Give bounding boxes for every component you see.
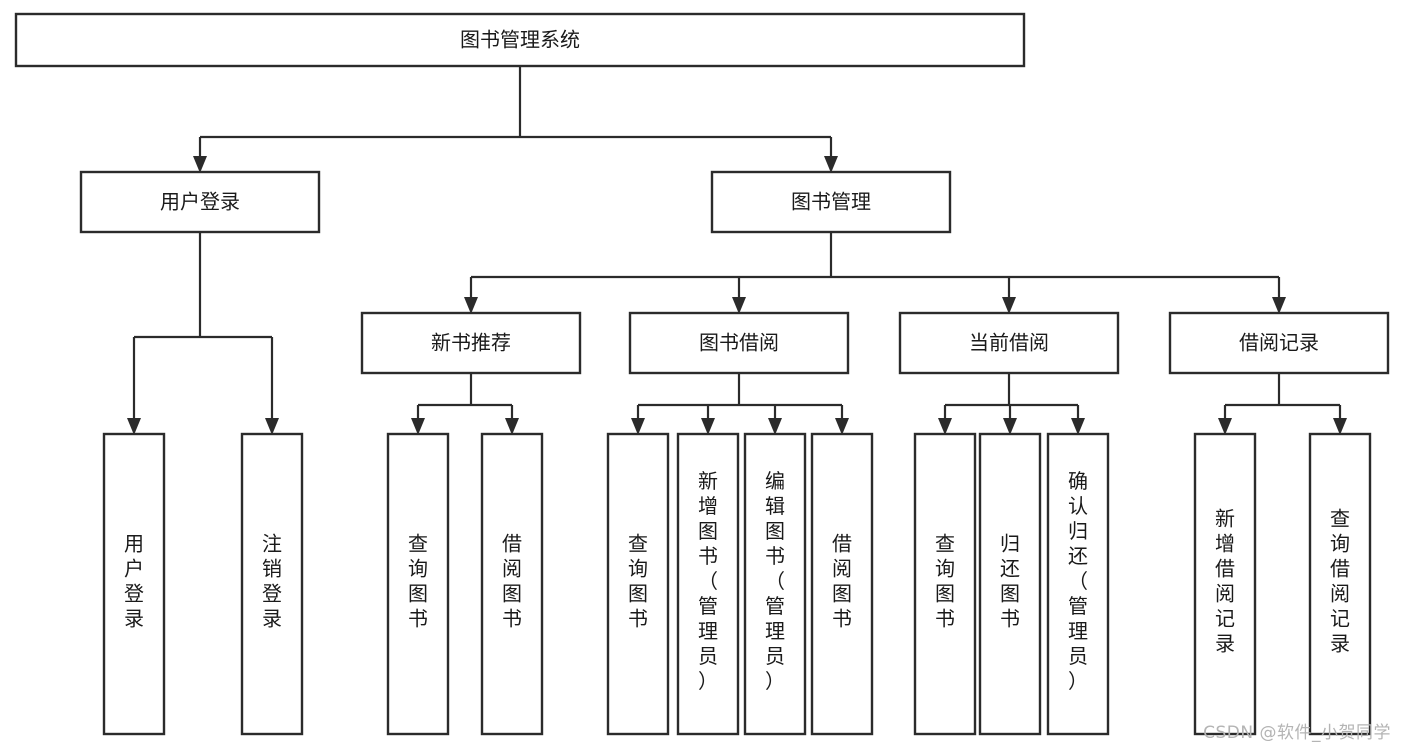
- node-label-leaf-borrow-lend: 借阅图书: [832, 531, 852, 630]
- arrow-head-login: [193, 156, 207, 173]
- arrow-head-leaf-borrow-edit: [768, 418, 782, 435]
- node-box-records[interactable]: [1168, 311, 1390, 375]
- node-box-leaf-record-query[interactable]: [1308, 432, 1372, 736]
- node-leaf-record-add[interactable]: 新增借阅记录: [1193, 432, 1257, 736]
- node-box-leaf-new-query[interactable]: [386, 432, 450, 736]
- arrow-head-records: [1272, 297, 1286, 314]
- node-leaf-current-confirm[interactable]: 确认归还（管理员）: [1046, 432, 1110, 736]
- node-box-newbook[interactable]: [360, 311, 582, 375]
- node-box-leaf-new-borrow[interactable]: [480, 432, 544, 736]
- edges-layer: [127, 66, 1347, 435]
- node-box-root[interactable]: [14, 12, 1026, 68]
- node-label-leaf-current-confirm: 确认归还（管理员）: [1068, 469, 1088, 693]
- node-label-records: 借阅记录: [1239, 331, 1319, 355]
- csdn-watermark: CSDN @软件_小贺同学: [1203, 723, 1391, 743]
- node-label-leaf-current-query: 查询图书: [935, 531, 955, 630]
- node-bookmgmt[interactable]: 图书管理: [710, 170, 952, 234]
- node-label-bookmgmt: 图书管理: [791, 190, 871, 214]
- node-records[interactable]: 借阅记录: [1168, 311, 1390, 375]
- node-label-leaf-new-query: 查询图书: [408, 531, 428, 630]
- node-box-login[interactable]: [79, 170, 321, 234]
- node-label-leaf-borrow-add: 新增图书（管理员）: [698, 469, 718, 693]
- arrow-head-current: [1002, 297, 1016, 314]
- node-box-bookmgmt[interactable]: [710, 170, 952, 234]
- node-label-leaf-current-return: 归还图书: [1000, 531, 1020, 630]
- node-label-leaf-new-borrow: 借阅图书: [502, 531, 522, 630]
- node-label-leaf-borrow-query: 查询图书: [628, 531, 648, 630]
- nodes-layer: 图书管理系统用户登录图书管理新书推荐图书借阅当前借阅借阅记录用户登录注销登录查询…: [14, 12, 1390, 736]
- node-label-leaf-user-logout: 注销登录: [262, 531, 282, 630]
- node-label-root: 图书管理系统: [460, 28, 580, 52]
- node-box-leaf-user-logout[interactable]: [240, 432, 304, 736]
- node-box-leaf-borrow-lend[interactable]: [810, 432, 874, 736]
- node-box-leaf-current-return[interactable]: [978, 432, 1042, 736]
- arrow-head-leaf-record-add: [1218, 418, 1232, 435]
- node-box-leaf-record-add[interactable]: [1193, 432, 1257, 736]
- arrow-head-leaf-new-query: [411, 418, 425, 435]
- node-root[interactable]: 图书管理系统: [14, 12, 1026, 68]
- node-leaf-record-query[interactable]: 查询借阅记录: [1308, 432, 1372, 736]
- arrow-head-leaf-borrow-add: [701, 418, 715, 435]
- arrow-head-leaf-current-query: [938, 418, 952, 435]
- node-box-leaf-borrow-add[interactable]: [676, 432, 740, 736]
- node-box-leaf-current-confirm[interactable]: [1046, 432, 1110, 736]
- arrow-head-leaf-record-query: [1333, 418, 1347, 435]
- node-label-login: 用户登录: [160, 190, 240, 214]
- node-box-leaf-current-query[interactable]: [913, 432, 977, 736]
- node-label-borrow: 图书借阅: [699, 331, 779, 355]
- node-leaf-user-logout[interactable]: 注销登录: [240, 432, 304, 736]
- node-borrow[interactable]: 图书借阅: [628, 311, 850, 375]
- node-leaf-borrow-query[interactable]: 查询图书: [606, 432, 670, 736]
- node-login[interactable]: 用户登录: [79, 170, 321, 234]
- node-leaf-borrow-add[interactable]: 新增图书（管理员）: [676, 432, 740, 736]
- node-leaf-user-login[interactable]: 用户登录: [102, 432, 166, 736]
- node-label-leaf-record-add: 新增借阅记录: [1215, 506, 1235, 655]
- node-leaf-new-borrow[interactable]: 借阅图书: [480, 432, 544, 736]
- arrow-head-leaf-user-login: [127, 418, 141, 435]
- node-label-leaf-record-query: 查询借阅记录: [1330, 506, 1350, 655]
- node-leaf-new-query[interactable]: 查询图书: [386, 432, 450, 736]
- node-label-leaf-borrow-edit: 编辑图书（管理员）: [765, 469, 785, 693]
- node-leaf-current-return[interactable]: 归还图书: [978, 432, 1042, 736]
- arrow-head-leaf-current-return: [1003, 418, 1017, 435]
- arrow-head-bookmgmt: [824, 156, 838, 173]
- arrow-head-leaf-borrow-lend: [835, 418, 849, 435]
- arrow-head-leaf-borrow-query: [631, 418, 645, 435]
- node-newbook[interactable]: 新书推荐: [360, 311, 582, 375]
- node-label-newbook: 新书推荐: [431, 331, 511, 355]
- node-leaf-borrow-lend[interactable]: 借阅图书: [810, 432, 874, 736]
- arrow-head-leaf-user-logout: [265, 418, 279, 435]
- node-leaf-borrow-edit[interactable]: 编辑图书（管理员）: [743, 432, 807, 736]
- node-box-current[interactable]: [898, 311, 1120, 375]
- node-box-borrow[interactable]: [628, 311, 850, 375]
- node-box-leaf-user-login[interactable]: [102, 432, 166, 736]
- node-box-leaf-borrow-edit[interactable]: [743, 432, 807, 736]
- node-box-leaf-borrow-query[interactable]: [606, 432, 670, 736]
- node-leaf-current-query[interactable]: 查询图书: [913, 432, 977, 736]
- arrow-head-leaf-new-borrow: [505, 418, 519, 435]
- arrow-head-borrow: [732, 297, 746, 314]
- node-current[interactable]: 当前借阅: [898, 311, 1120, 375]
- node-label-leaf-user-login: 用户登录: [124, 531, 144, 630]
- arrow-head-leaf-current-confirm: [1071, 418, 1085, 435]
- arrow-head-newbook: [464, 297, 478, 314]
- node-label-current: 当前借阅: [969, 331, 1049, 355]
